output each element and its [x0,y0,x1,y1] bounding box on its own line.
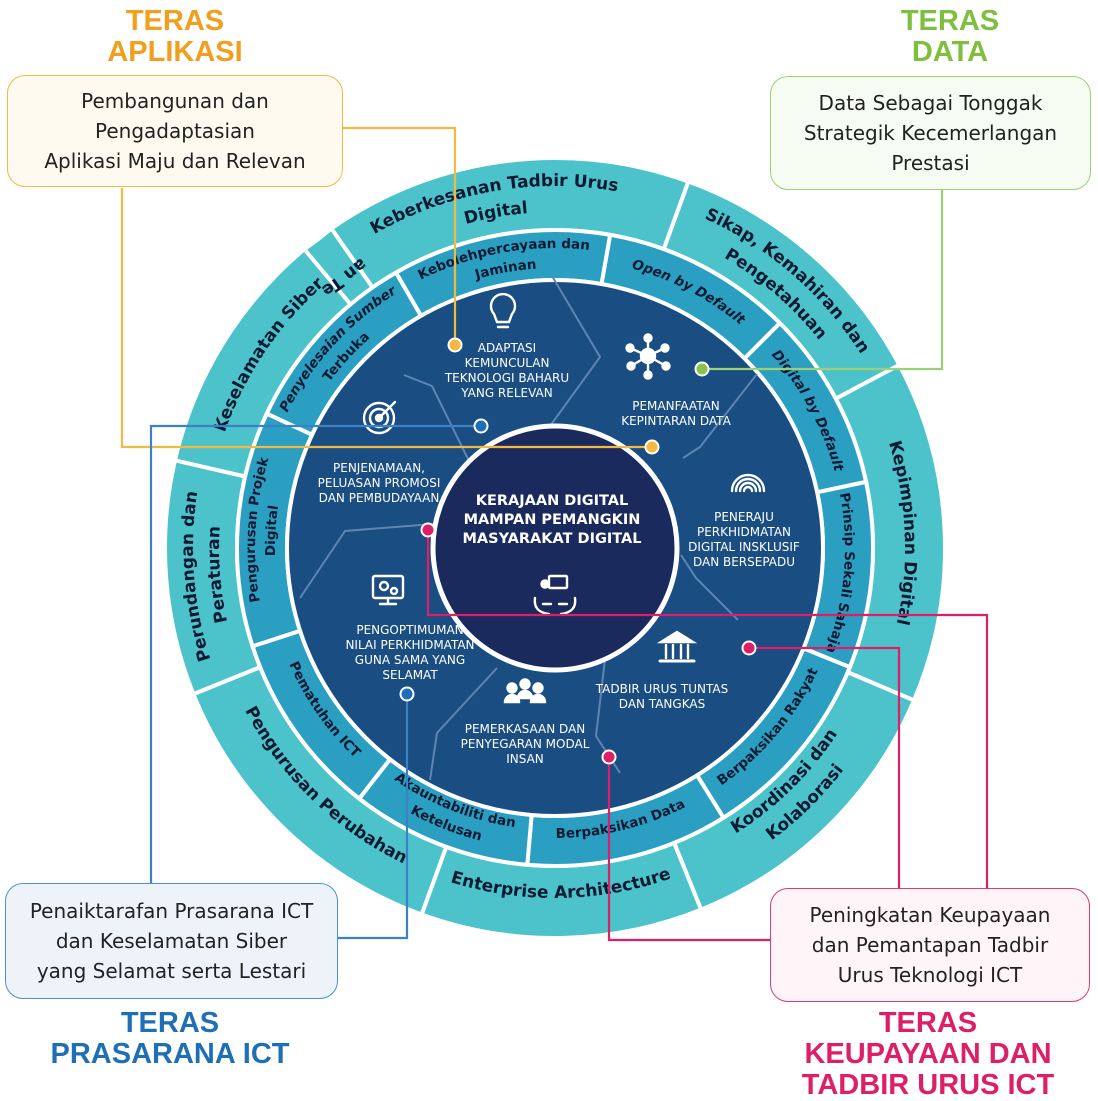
connector-dot [741,640,757,656]
connector-dot [601,749,617,765]
prasarana-connector-line [149,424,481,883]
teras-data-description: Data Sebagai Tonggak Strategik Kecemerla… [770,76,1091,190]
prasarana-connector-line [338,694,409,940]
middle-ring-label: Digital [263,504,282,556]
teras-keupayaan-title: TERAS KEUPAYAAN DAN TADBIR URUS ICT [801,1007,1055,1101]
segment-divider [682,373,758,459]
center-circle [430,423,680,673]
teras-aplikasi-title: TERAS APLIKASI [107,5,243,68]
segment-divider [680,554,739,621]
connector-dot [447,337,463,353]
team-icon [503,678,547,704]
segment-divider [429,667,498,781]
aplikasi-connector-line [120,188,652,449]
connector-dot [694,361,710,377]
connector-dot [644,439,660,455]
connector-dot [473,418,489,434]
teras-aplikasi-description: Pembangunan dan Pengadaptasian Aplikasi … [7,75,343,187]
segment-divider [544,275,602,434]
lightbulb-icon [489,292,517,329]
aplikasi-connector-line [343,126,457,345]
connector-dot [420,522,436,538]
gear-screen-icon [371,574,405,606]
teras-prasarana-description: Penaiktarafan Prasarana ICT dan Keselama… [5,883,338,999]
segment-divider [299,523,434,599]
keupayaan-connector-line [749,646,901,888]
teras-data-title: TERAS DATA [900,5,1000,68]
fingerprint-icon [730,473,766,493]
teras-keupayaan-description: Peningkatan Keupayaan dan Pemantapan Tad… [770,888,1090,1002]
teras-prasarana-title: TERAS PRASARANA ICT [50,1007,290,1070]
connector-dot [399,686,415,702]
network-icon [625,333,671,380]
hands-presentation-icon [533,574,577,616]
data-connector-line [702,190,944,371]
keupayaan-connector-line [426,530,989,888]
government-building-icon [656,630,698,663]
segment-divider [403,374,471,464]
keupayaan-connector-line [607,757,770,942]
